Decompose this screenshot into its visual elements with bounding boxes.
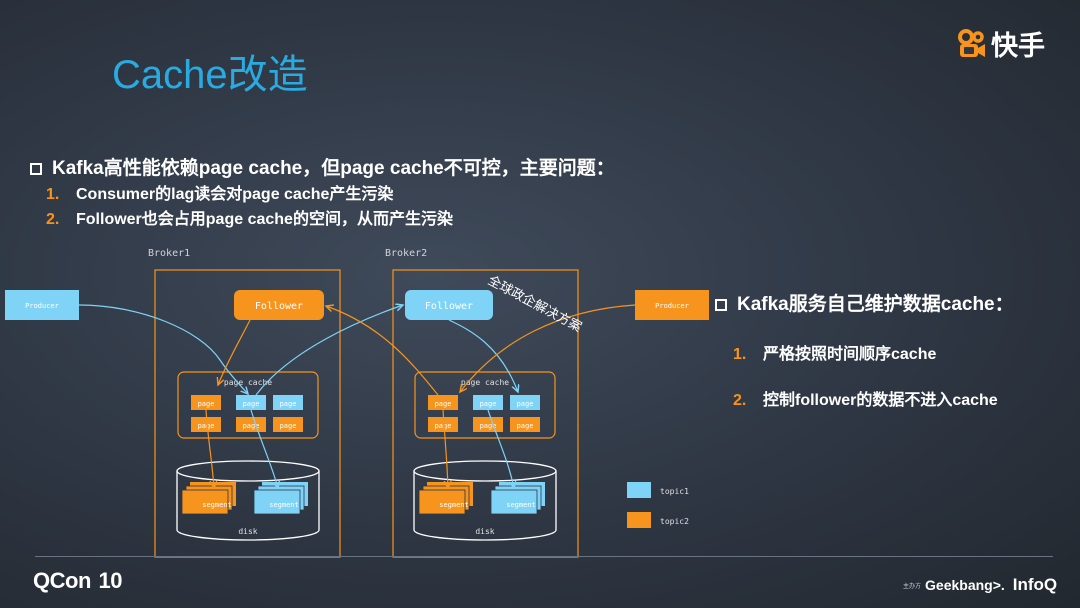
logo-text: 快手 xyxy=(991,31,1045,61)
bullet-point-2: Kafka服务自己维护数据cache： xyxy=(715,289,1014,316)
arrow-page-to-follower xyxy=(326,306,439,396)
sub-item: 2. Follower也会占用page cache的空间，从而产生污染 xyxy=(46,205,453,229)
page-block-topic2 xyxy=(428,417,458,432)
arrow-page-to-segment xyxy=(250,409,278,488)
legend-label-topic2: topic2 xyxy=(660,517,689,526)
follower-label: Follower xyxy=(255,301,303,312)
page-label: page xyxy=(243,422,260,430)
footer-divider xyxy=(35,556,1053,557)
producer-label: Producer xyxy=(655,302,689,310)
bullet-point-2-text: Kafka服务自己维护数据cache： xyxy=(737,294,1014,315)
sub-item-text: Consumer的lag读会对page cache产生污染 xyxy=(76,186,394,203)
page-label: page xyxy=(480,422,497,430)
page-block-topic2 xyxy=(473,417,503,432)
broker2-label: Broker2 xyxy=(385,248,427,259)
sub-item: 2. 控制follower的数据不进入cache xyxy=(733,386,998,410)
kuaishou-logo-icon xyxy=(958,28,985,57)
follower-box-broker2 xyxy=(405,290,493,320)
page-label: page xyxy=(243,400,260,408)
segment-block-topic2 xyxy=(418,489,466,515)
disk-label: disk xyxy=(238,527,257,536)
page-block-topic2 xyxy=(191,417,221,432)
follower-label: Follower xyxy=(425,301,473,312)
sub-item-number: 2. xyxy=(733,392,747,409)
page-cache-label: page cache xyxy=(461,378,509,387)
disk-label: disk xyxy=(475,527,494,536)
sub-item-number: 1. xyxy=(46,186,60,203)
arrow-page-to-follower xyxy=(255,305,403,396)
page-cache-label: page cache xyxy=(224,378,272,387)
segment-label: segment xyxy=(439,501,469,509)
page-label: page xyxy=(280,422,297,430)
page-label: page xyxy=(435,422,452,430)
legend-swatch-topic2 xyxy=(627,512,651,528)
page-title: Cache改造 xyxy=(112,53,308,97)
watermark-text: 全球政企解决方案 xyxy=(485,272,584,335)
page-label: page xyxy=(198,400,215,408)
page-label: page xyxy=(480,400,497,408)
page-label: page xyxy=(517,400,534,408)
bullet-point-1-text: Kafka高性能依赖page cache，但page cache不可控，主要问题… xyxy=(52,158,615,179)
page-block-topic2 xyxy=(428,395,458,410)
page-label: page xyxy=(517,422,534,430)
checkbox-bullet-icon xyxy=(30,162,42,175)
arrow-producer-to-page xyxy=(78,304,248,394)
qcon-logo-number: 10 xyxy=(98,568,123,593)
broker2-box xyxy=(392,269,579,558)
disk-broker2 xyxy=(413,460,557,541)
page-label: page xyxy=(280,400,297,408)
sub-item-number: 2. xyxy=(46,211,60,228)
page-cache-broker2 xyxy=(414,371,556,439)
page-block-topic2 xyxy=(191,395,221,410)
segment-block-topic1 xyxy=(490,489,538,515)
segment-block-topic1 xyxy=(253,489,301,515)
page-label: page xyxy=(198,422,215,430)
sub-item: 1. 严格按照时间顺序cache xyxy=(733,340,936,364)
arrow-page-to-segment xyxy=(487,409,514,488)
sponsor-logos: 主办方 Geekbang>. InfoQ xyxy=(903,575,1057,595)
page-block-topic1 xyxy=(510,395,540,410)
page-block-topic2 xyxy=(273,417,303,432)
broker1-box xyxy=(154,269,341,558)
segment-block-topic2 xyxy=(181,489,229,515)
legend-swatch-topic1 xyxy=(627,482,651,498)
page-block-topic2 xyxy=(510,417,540,432)
qcon-logo-text: QCon xyxy=(33,568,91,593)
page-block-topic2 xyxy=(236,417,266,432)
kuaishou-logo: 快手 xyxy=(957,24,1045,63)
infoq-logo: InfoQ xyxy=(1012,575,1058,594)
arrow-producer-to-page xyxy=(460,304,636,392)
sponsor-caption: 主办方 xyxy=(903,583,922,590)
producer-label: Producer xyxy=(25,302,59,310)
geekbang-logo: Geekbang>. xyxy=(925,577,1005,593)
page-label: page xyxy=(435,400,452,408)
arrow-follower-to-page xyxy=(218,319,251,385)
sub-item-text: 控制follower的数据不进入cache xyxy=(763,392,998,409)
sub-item-number: 1. xyxy=(733,346,747,363)
legend-label-topic1: topic1 xyxy=(660,487,689,496)
sub-item-text: Follower也会占用page cache的空间，从而产生污染 xyxy=(76,211,453,228)
producer-box-topic1 xyxy=(5,290,79,320)
producer-box-topic2 xyxy=(635,290,709,320)
arrow-follower-to-page xyxy=(448,319,518,392)
broker1-label: Broker1 xyxy=(148,248,190,259)
disk-broker1 xyxy=(176,460,320,541)
qcon-logo: QCon 10 xyxy=(33,568,123,594)
sub-item: 1. Consumer的lag读会对page cache产生污染 xyxy=(46,180,393,204)
checkbox-bullet-icon xyxy=(715,298,727,311)
page-block-topic1 xyxy=(473,395,503,410)
segment-label: segment xyxy=(506,501,536,509)
bullet-point-1: Kafka高性能依赖page cache，但page cache不可控，主要问题… xyxy=(30,153,615,180)
arrow-page-to-segment xyxy=(442,409,448,488)
sub-item-text: 严格按照时间顺序cache xyxy=(763,346,937,363)
segment-label: segment xyxy=(202,501,232,509)
page-block-topic1 xyxy=(273,395,303,410)
arrow-page-to-segment xyxy=(205,409,214,488)
follower-box-broker1 xyxy=(234,290,324,320)
page-cache-broker1 xyxy=(177,371,319,439)
page-block-topic1 xyxy=(236,395,266,410)
segment-label: segment xyxy=(269,501,299,509)
